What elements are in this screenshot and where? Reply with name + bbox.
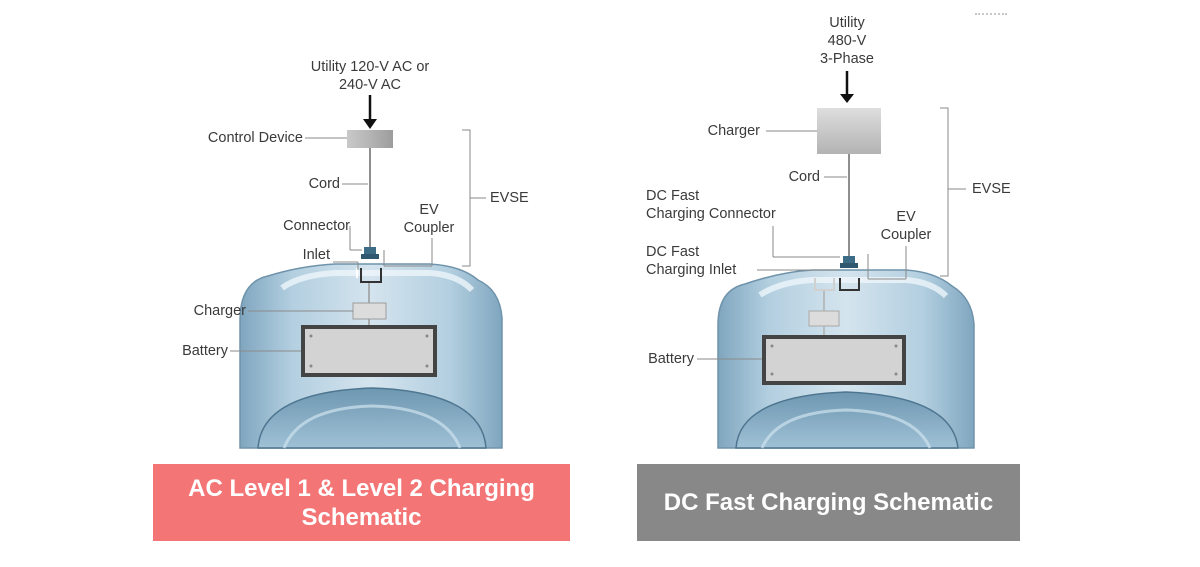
ac-control-device-label: Control Device <box>207 130 303 146</box>
ac-hardware <box>347 95 393 259</box>
ac-battery-label: Battery <box>182 343 228 359</box>
ac-cord-label: Cord <box>308 176 340 192</box>
dc-evse-label: EVSE <box>972 181 1011 197</box>
ac-connector-label: Connector <box>283 218 350 234</box>
dc-hardware <box>817 71 881 268</box>
decorative-mark <box>975 13 1007 17</box>
dc-battery-label: Battery <box>648 351 694 367</box>
dc-cord-label: Cord <box>788 169 820 185</box>
dc-schematic-caption: DC Fast Charging Schematic <box>637 464 1020 541</box>
dc-car <box>717 269 975 449</box>
dc-charger-label: Charger <box>707 123 760 139</box>
ac-leader-lines <box>230 129 486 352</box>
ac-evse-label: EVSE <box>490 190 529 206</box>
dc-leader-lines <box>697 107 966 360</box>
ac-inlet-label: Inlet <box>302 247 330 263</box>
ac-car <box>239 263 503 449</box>
ac-charger-label: Charger <box>193 303 246 319</box>
